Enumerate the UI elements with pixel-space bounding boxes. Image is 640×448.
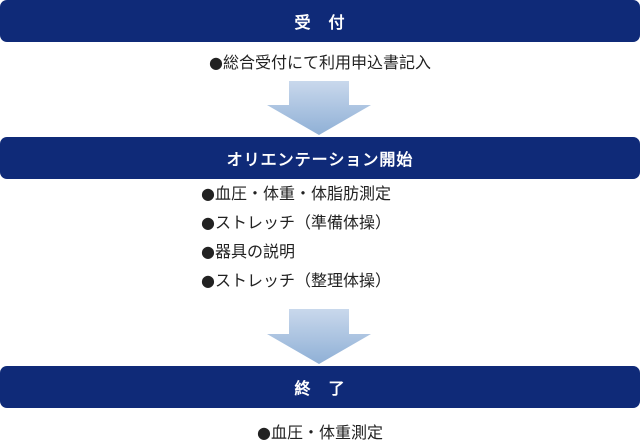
down-arrow-icon — [267, 309, 371, 364]
step-items-orientation: ●血圧・体重・体脂肪測定 ●ストレッチ（準備体操） ●器具の説明 ●ストレッチ（… — [201, 183, 501, 299]
step-header-orientation: オリエンテーション開始 — [0, 137, 640, 179]
list-item: ●血圧・体重測定 — [257, 423, 383, 442]
list-item: ●ストレッチ（整理体操） — [201, 271, 391, 290]
step-items-reception: ●総合受付にて利用申込書記入 — [0, 52, 640, 74]
list-item: ●血圧・体重・体脂肪測定 — [201, 184, 391, 203]
list-item: ●総合受付にて利用申込書記入 — [209, 53, 431, 72]
step-header-finish: 終 了 — [0, 366, 640, 408]
step-title: 終 了 — [294, 379, 346, 398]
step-header-reception: 受 付 — [0, 0, 640, 42]
step-items-finish: ●血圧・体重測定 — [0, 422, 640, 444]
list-item: ●器具の説明 — [201, 242, 295, 261]
step-title: オリエンテーション開始 — [226, 150, 414, 169]
step-title: 受 付 — [294, 13, 346, 32]
list-item: ●ストレッチ（準備体操） — [201, 213, 391, 232]
down-arrow-icon — [267, 81, 371, 135]
